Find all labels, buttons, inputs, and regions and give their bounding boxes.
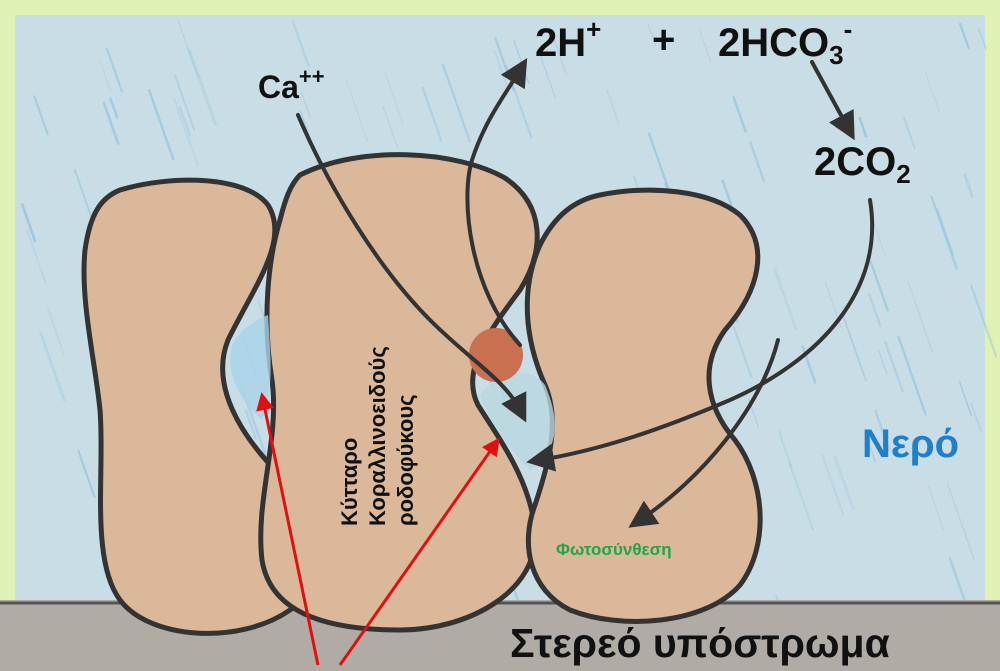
co2-label: 2CO2 [814, 140, 911, 190]
bicarbonate-label: 2HCO3- [718, 14, 852, 71]
cell-label-line3: ροδοφύκους [392, 346, 420, 526]
photosynthesis-label: Φωτοσύνθεση [556, 540, 672, 560]
bicarbonate-charge: - [844, 14, 853, 44]
calcium-charge: ++ [299, 64, 325, 89]
substrate-label: Στερεό υπόστρωμα [510, 620, 890, 667]
co2-subscript: 2 [896, 159, 910, 189]
calcium-symbol: Ca [258, 69, 299, 105]
bicarbonate-formula: 2HCO [718, 21, 829, 65]
proton-charge: + [586, 14, 601, 44]
cell-label-line2: Κοραλλινοειδούς [364, 346, 392, 526]
cell-label: Κύτταρο Κοραλλινοειδούς ροδοφύκους [336, 346, 420, 526]
calcium-ion-label: Ca++ [258, 64, 325, 106]
water-label: Νερό [862, 422, 959, 467]
cell-label-line1: Κύτταρο [336, 346, 364, 526]
proton-formula: 2H [535, 21, 586, 65]
proton-label: 2H+ [535, 14, 601, 66]
plus-sign: + [652, 18, 675, 63]
bicarbonate-subscript: 3 [829, 40, 843, 70]
co2-formula: 2CO [814, 140, 896, 184]
